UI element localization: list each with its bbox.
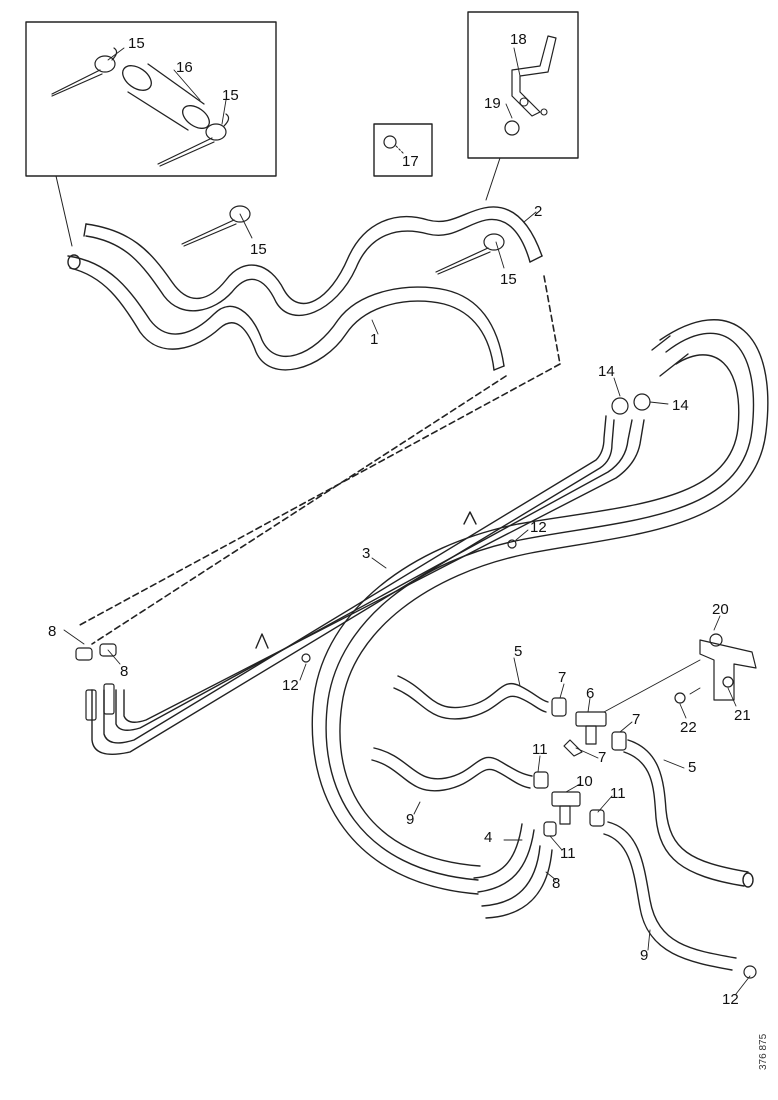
callout-9a: 9 xyxy=(406,811,415,828)
callout-18: 18 xyxy=(510,31,527,48)
callout-8a: 8 xyxy=(48,623,57,640)
hose-5-left xyxy=(393,675,549,720)
callout-4: 4 xyxy=(484,829,493,846)
callout-12a: 12 xyxy=(530,519,547,536)
detail-box-clips xyxy=(25,21,277,247)
hose-2 xyxy=(83,206,543,317)
fittings-12 xyxy=(301,539,757,979)
callout-11b: 11 xyxy=(610,785,626,802)
callout-14b: 14 xyxy=(672,397,689,414)
callout-19: 19 xyxy=(484,95,501,112)
callout-15a: 15 xyxy=(128,35,145,52)
hose-9-lower xyxy=(603,821,737,971)
callout-15b: 15 xyxy=(222,87,239,104)
bracket-20 xyxy=(674,633,757,704)
callout-12b: 12 xyxy=(282,677,299,694)
t-connector-10 xyxy=(533,771,605,837)
callout-11a: 11 xyxy=(532,741,548,758)
callout-5b: 5 xyxy=(688,759,697,776)
callout-16: 16 xyxy=(176,59,193,76)
callout-17: 17 xyxy=(402,153,419,170)
leader-lines xyxy=(63,47,751,995)
clamps-8 xyxy=(75,643,117,721)
hose-9-left xyxy=(371,747,533,792)
callout-1: 1 xyxy=(370,331,379,348)
callout-7c: 7 xyxy=(598,749,607,766)
reference-code: 376 875 xyxy=(758,1033,769,1070)
callout-8c: 8 xyxy=(552,875,561,892)
callout-8b: 8 xyxy=(120,663,129,680)
callout-12c: 12 xyxy=(722,991,739,1008)
hoses-4-8 xyxy=(473,823,553,919)
detail-box-nut xyxy=(373,123,433,177)
hose-5-right xyxy=(623,739,754,888)
hose-1 xyxy=(67,254,505,371)
clamps-14 xyxy=(611,393,651,415)
callout-22: 22 xyxy=(680,719,697,736)
callout-2: 2 xyxy=(534,203,543,220)
callout-11c: 11 xyxy=(560,845,576,862)
callout-7a: 7 xyxy=(558,669,567,686)
callout-6: 6 xyxy=(586,685,595,702)
callout-3: 3 xyxy=(362,545,371,562)
callout-14a: 14 xyxy=(598,363,615,380)
detail-box-bracket xyxy=(467,11,579,201)
callout-21: 21 xyxy=(734,707,751,724)
callout-15d: 15 xyxy=(500,271,517,288)
callout-20: 20 xyxy=(712,601,729,618)
clips-15 xyxy=(181,205,505,275)
callout-7b: 7 xyxy=(632,711,641,728)
t-connector-6 xyxy=(551,659,701,757)
callout-15c: 15 xyxy=(250,241,267,258)
callout-10: 10 xyxy=(576,773,593,790)
callout-5a: 5 xyxy=(514,643,523,660)
hose-loop xyxy=(311,319,769,895)
dashed-leader-lines xyxy=(77,275,561,645)
callout-9b: 9 xyxy=(640,947,649,964)
pipe-3 xyxy=(91,415,645,755)
